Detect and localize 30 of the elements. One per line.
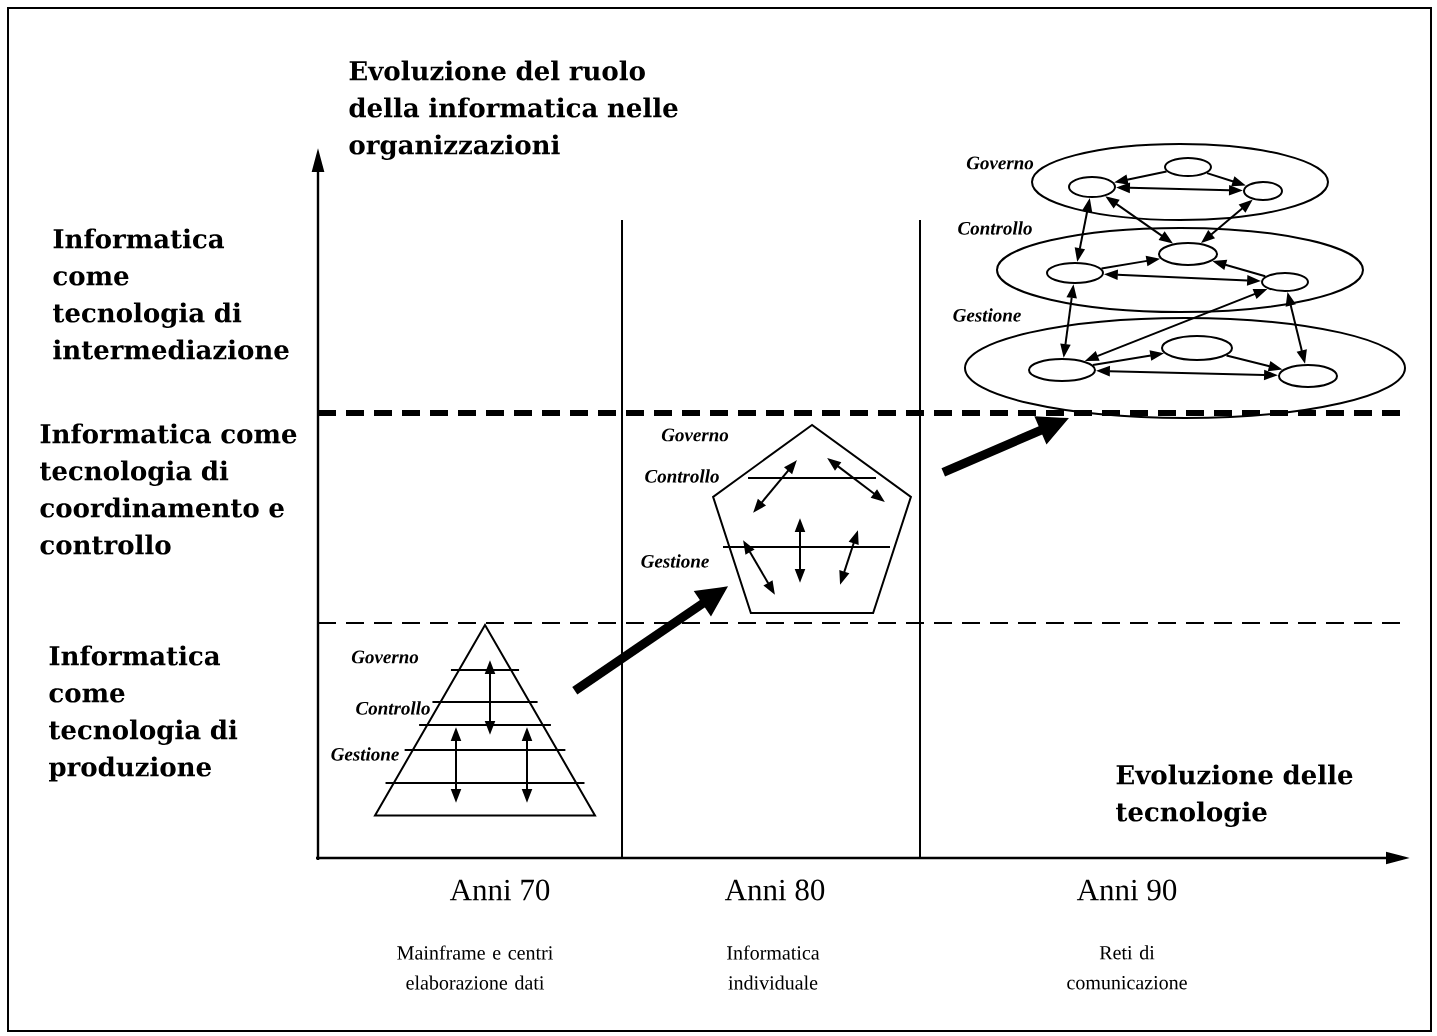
layer-label: Governo — [351, 650, 419, 664]
ellipse — [1028, 358, 1096, 382]
level-label: Informatica come tecnologia di produzione — [49, 645, 238, 782]
ellipse — [1068, 176, 1116, 198]
ellipse — [1161, 335, 1233, 361]
level-label: Informatica come tecnologia di intermediazione — [53, 228, 289, 360]
decade-label: Anni 80 — [724, 879, 825, 901]
ellipse — [1164, 157, 1212, 177]
level-label: Informatica come tecnologia di coordinamento e controllo — [40, 423, 297, 555]
layer-label: Gestione — [331, 747, 399, 761]
era-label: Mainframe e centri elaborazione dati — [397, 945, 553, 990]
layer-label: Governo — [966, 156, 1034, 170]
layer-label: Controllo — [645, 469, 719, 483]
layer-label: Governo — [661, 428, 729, 442]
ellipse — [1158, 242, 1218, 266]
layer-label: Gestione — [641, 554, 709, 568]
axis-title: Evoluzione delle tecnologie — [1116, 764, 1353, 827]
era-label: Reti di comunicazione — [1067, 945, 1187, 990]
ellipse — [1261, 272, 1309, 292]
ellipse — [1031, 143, 1329, 221]
ellipse — [1046, 262, 1104, 284]
ellipse — [1278, 364, 1338, 388]
axis-title: Evoluzione del ruolo della informatica nelle organizzazioni — [349, 60, 678, 160]
decade-label: Anni 70 — [449, 879, 550, 901]
layer-label: Controllo — [958, 221, 1032, 235]
layer-label: Gestione — [953, 308, 1021, 322]
ellipse — [1243, 181, 1283, 201]
layer-label: Controllo — [356, 701, 430, 715]
decade-label: Anni 90 — [1076, 879, 1177, 901]
era-label: Informatica individuale — [727, 945, 820, 990]
